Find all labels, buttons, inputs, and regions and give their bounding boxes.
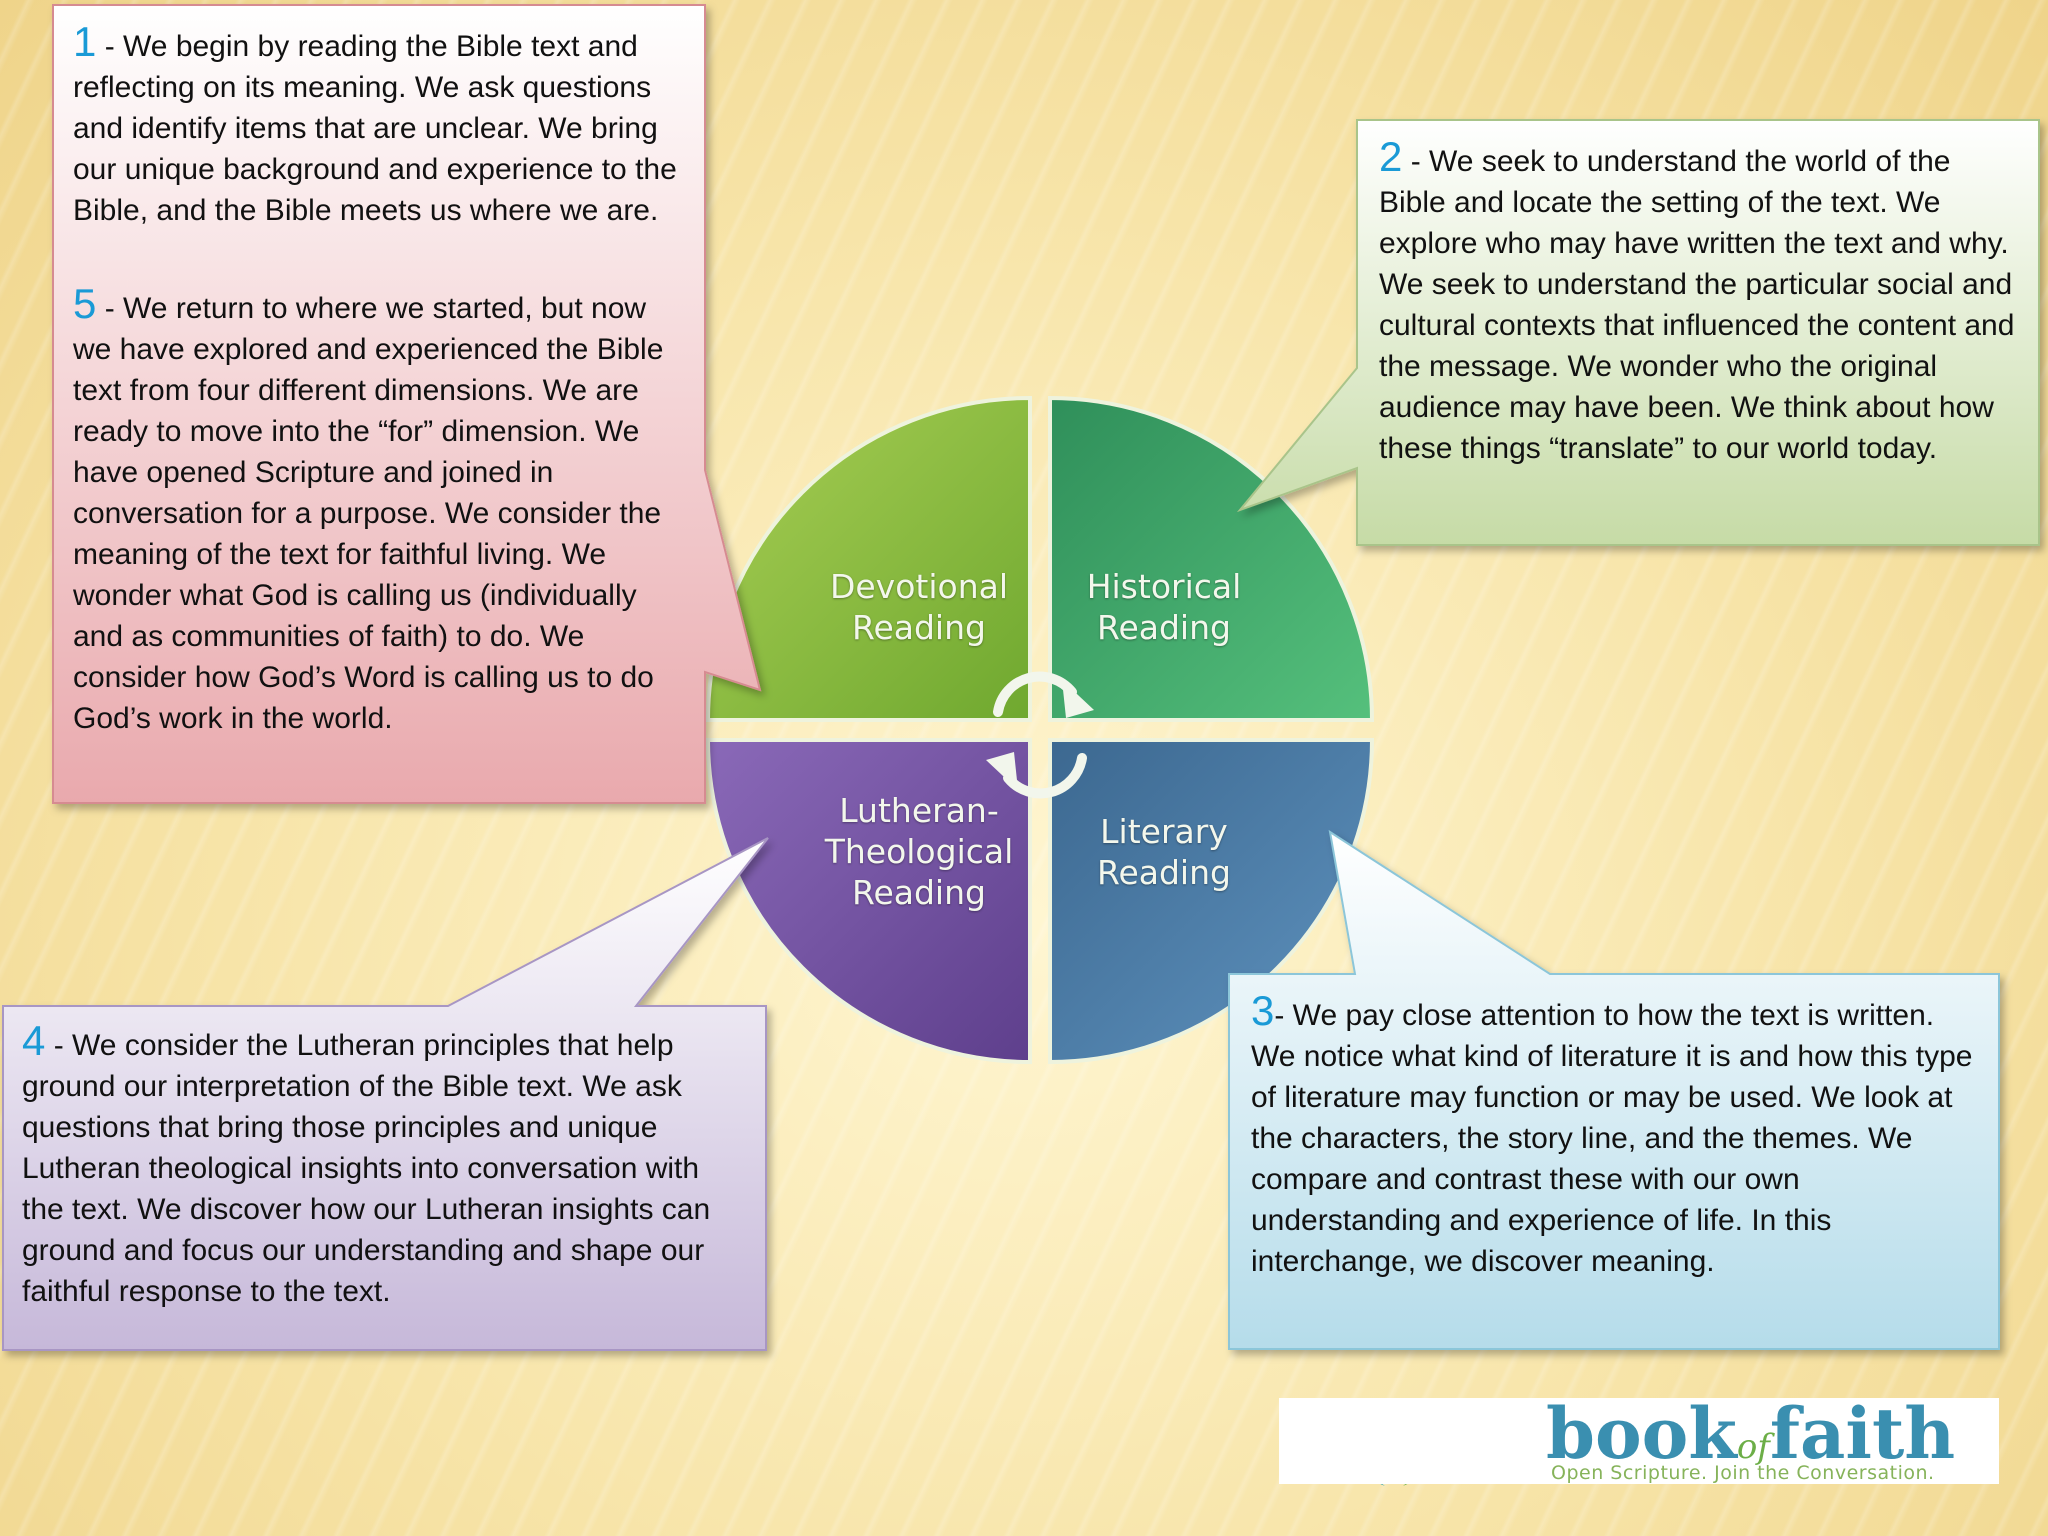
logo-wordmark: bookoffaith <box>1546 1392 1955 1475</box>
callout-3: 3- We pay close attention to how the tex… <box>1229 974 1999 1349</box>
step-text: - We consider the Lutheran principles th… <box>22 1029 711 1308</box>
logo-tagline: Open Scripture. Join the Conversation. <box>1551 1462 1935 1484</box>
step-text: - We pay close attention to how the text… <box>1251 999 1973 1278</box>
callout-3-text: 3- We pay close attention to how the tex… <box>1251 990 1979 1282</box>
logo-word: faith <box>1769 1392 1956 1475</box>
callout-4-text: 4 - We consider the Lutheran principles … <box>22 1020 746 1312</box>
step-number: 3 <box>1251 987 1275 1034</box>
label-line: Lutheran- <box>839 791 999 830</box>
quadrant-lutheran <box>705 738 1032 1065</box>
callout-shape-3 <box>1228 829 2000 1350</box>
arrowhead-bottom-icon <box>986 752 1018 790</box>
step-text: - We return to where we started, but now… <box>73 292 664 735</box>
step-number: 2 <box>1379 133 1403 180</box>
quadrant-label-lutheran: Lutheran- Theological Reading <box>799 790 1039 913</box>
step-text: - We seek to understand the world of the… <box>1379 145 2015 465</box>
callout-4: 4 - We consider the Lutheran principles … <box>3 1006 766 1350</box>
callout-5-text: 5 - We return to where we started, but n… <box>73 283 685 739</box>
label-line: Theological <box>824 832 1014 871</box>
callout-1-5: 1 - We begin by reading the Bible text a… <box>53 5 705 803</box>
step-number: 4 <box>22 1017 46 1064</box>
label-line: Devotional <box>829 567 1009 606</box>
step-text: - We begin by reading the Bible text and… <box>73 30 677 227</box>
step-number: 5 <box>73 280 97 327</box>
callout-shape-1-5 <box>52 4 762 804</box>
label-line: Historical <box>1086 567 1242 606</box>
label-line: Reading <box>852 608 986 647</box>
quadrant-label-historical: Historical Reading <box>1044 566 1284 648</box>
label-line: Reading <box>1097 608 1231 647</box>
quadrant-label-literary: Literary Reading <box>1044 811 1284 893</box>
logo-word: of <box>1736 1427 1770 1467</box>
callout-shape-4 <box>2 837 769 1351</box>
logo-word: book <box>1546 1392 1737 1475</box>
callout-2: 2 - We seek to understand the world of t… <box>1357 120 2039 545</box>
book-of-faith-logo: bookoffaith Open Scripture. Join the Con… <box>1279 1392 1999 1484</box>
callout-shape-2 <box>1236 119 2040 546</box>
callout-2-text: 2 - We seek to understand the world of t… <box>1379 136 2019 469</box>
callout-1-text: 1 - We begin by reading the Bible text a… <box>73 21 685 231</box>
arrowhead-top-icon <box>1062 680 1094 718</box>
label-line: Reading <box>1097 853 1231 892</box>
label-line: Reading <box>852 873 986 912</box>
quadrant-literary <box>1048 738 1375 1065</box>
quadrant-label-devotional: Devotional Reading <box>799 566 1039 648</box>
label-line: Literary <box>1100 812 1228 851</box>
step-number: 1 <box>73 18 97 65</box>
